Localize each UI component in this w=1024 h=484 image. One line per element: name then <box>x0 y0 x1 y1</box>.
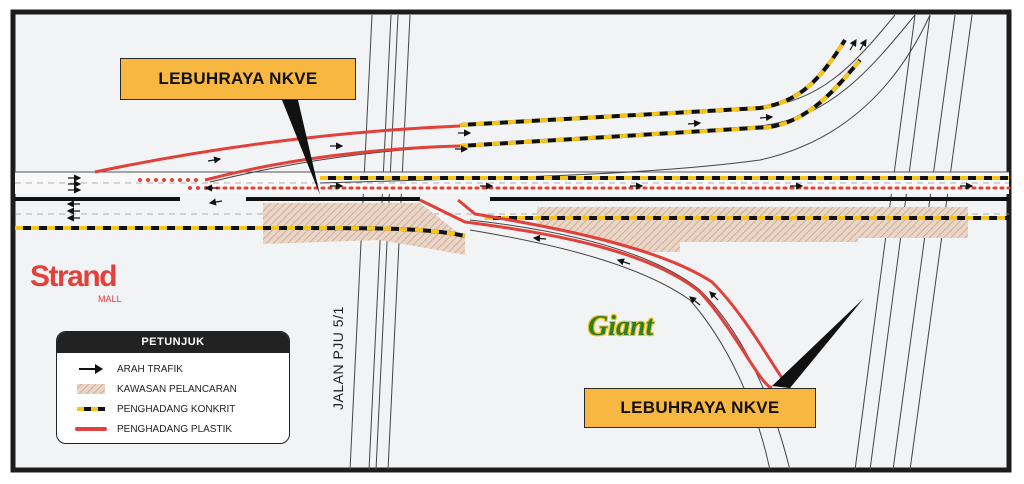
legend-item-plastic-barrier: PENGHADANG PLASTIK <box>57 420 232 438</box>
strand-logo-sub: MALL <box>98 294 122 304</box>
vertical-road-right <box>854 14 973 471</box>
hatch-icon <box>57 380 117 398</box>
nkve-callout-top: LEBUHRAYA NKVE <box>120 58 356 100</box>
concrete-barrier-icon <box>57 400 117 418</box>
legend-label: PENGHADANG KONKRIT <box>117 403 236 415</box>
plastic-barrier-icon <box>57 420 117 438</box>
concrete-barriers <box>15 38 1009 238</box>
callout-pointer-bottom <box>772 298 864 388</box>
legend-title: PETUNJUK <box>57 332 289 353</box>
legend-item-launch-area: KAWASAN PELANCARAN <box>57 380 237 398</box>
legend-box: PETUNJUK ARAH TRAFIK KAWASAN PELANCARAN … <box>56 331 290 444</box>
traffic-arrows <box>66 38 974 306</box>
legend-item-concrete-barrier: PENGHADANG KONKRIT <box>57 400 235 418</box>
strand-logo-text: Strand <box>30 260 118 293</box>
legend-label: PENGHADANG PLASTIK <box>117 423 233 435</box>
arrow-icon <box>57 360 117 378</box>
strand-mall-logo: Strand MALL <box>30 260 122 305</box>
road-label-jalan-pju: JALAN PJU 5/1 <box>330 306 346 410</box>
giant-logo: Giant <box>588 311 654 342</box>
legend-item-traffic-direction: ARAH TRAFIK <box>57 360 183 378</box>
callout-pointer-top <box>282 100 320 195</box>
legend-label: KAWASAN PELANCARAN <box>117 383 237 395</box>
legend-label: ARAH TRAFIK <box>117 363 183 375</box>
nkve-callout-bottom: LEBUHRAYA NKVE <box>584 388 816 428</box>
plastic-barriers <box>94 124 792 390</box>
